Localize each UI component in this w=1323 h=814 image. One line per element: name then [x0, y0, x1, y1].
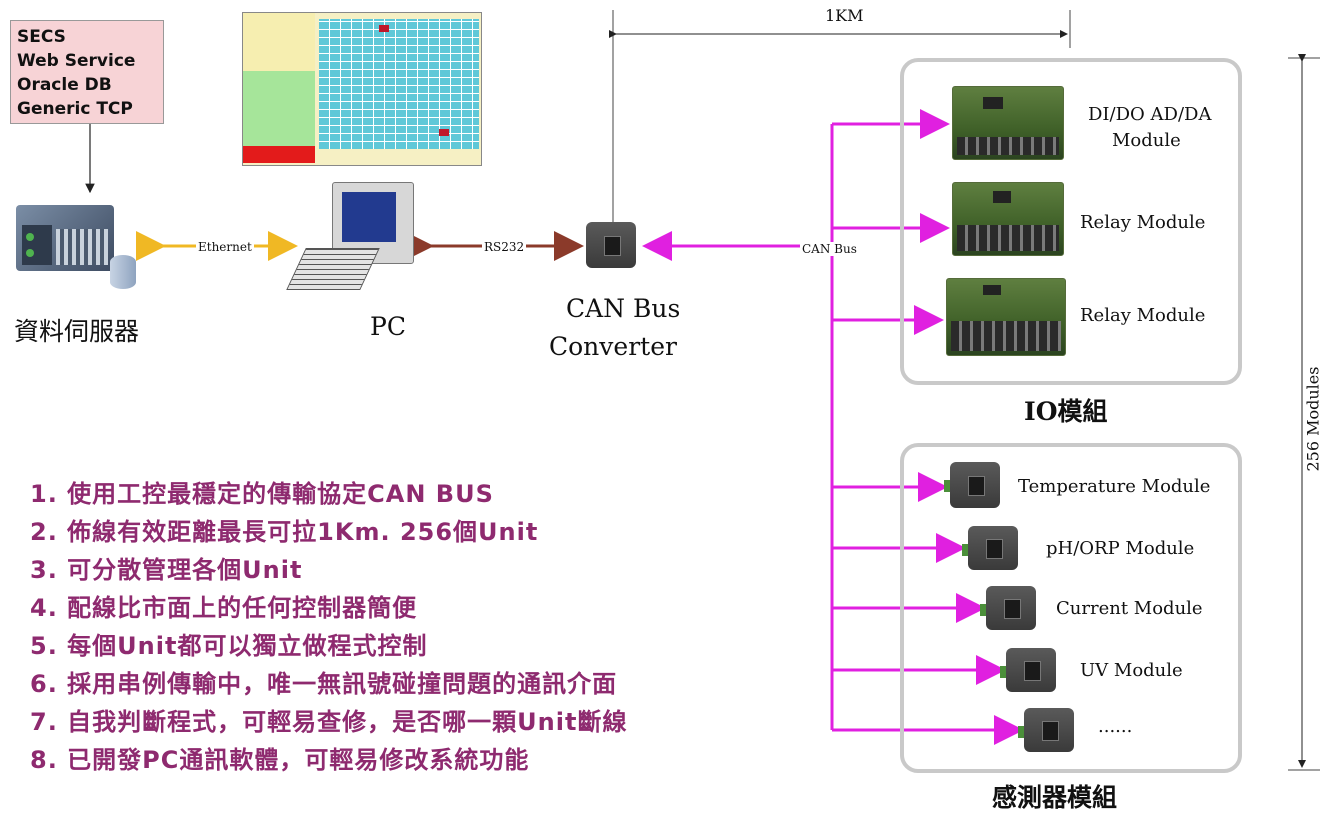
sensor-group-title: 感測器模組: [992, 783, 1118, 812]
uv-sensor-image: [1000, 648, 1056, 692]
distance-label: 1KM: [825, 6, 864, 25]
converter-label-line2: Converter: [549, 332, 677, 361]
feature-item: 5. 每個Unit都可以獨立做程式控制: [30, 632, 428, 660]
io-module-label: DI/DO AD/DA: [1088, 104, 1212, 125]
feature-list: 1. 使用工控最穩定的傳輸協定CAN BUS 2. 佈線有效距離最長可拉1Km.…: [30, 474, 627, 778]
temperature-sensor-image: [944, 462, 1000, 508]
server-icon: [16, 195, 148, 295]
uv-module-label: UV Module: [1080, 660, 1183, 681]
module-count-label: 256 Modules: [1303, 366, 1323, 472]
current-sensor-image: [980, 586, 1036, 630]
io-group-title: IO模組: [1024, 397, 1108, 426]
protocol-item: SECS: [17, 27, 66, 47]
converter-label-line1: CAN Bus: [566, 294, 681, 323]
feature-item: 6. 採用串例傳輸中，唯一無訊號碰撞問題的通訊介面: [30, 670, 618, 698]
software-screenshot: [242, 12, 482, 166]
sensor-module-group: [900, 443, 1242, 773]
feature-item: 2. 佈線有效距離最長可拉1Km. 256個Unit: [30, 518, 539, 546]
feature-item: 7. 自我判斷程式，可輕易查修，是否哪一顆Unit斷線: [30, 708, 628, 736]
feature-item: 1. 使用工控最穩定的傳輸協定CAN BUS: [30, 480, 494, 508]
canbus-converter-icon: [586, 222, 636, 268]
protocol-item: Web Service: [17, 51, 136, 71]
io-module-group: [900, 58, 1242, 385]
pc-label: PC: [370, 312, 406, 341]
ph-sensor-image: [962, 526, 1018, 570]
more-sensor-image: [1018, 708, 1074, 752]
io-module-image: [952, 86, 1064, 160]
feature-item: 4. 配線比市面上的任何控制器簡便: [30, 594, 418, 622]
rs232-label: RS232: [482, 240, 527, 254]
protocol-item: Oracle DB: [17, 75, 112, 95]
relay-module-label: Relay Module: [1080, 305, 1206, 326]
feature-item: 3. 可分散管理各個Unit: [30, 556, 303, 584]
feature-item: 8. 已開發PC通訊軟體，可輕易修改系統功能: [30, 746, 530, 774]
protocol-item: Generic TCP: [17, 99, 133, 119]
protocol-list-box: SECS Web Service Oracle DB Generic TCP: [10, 20, 164, 124]
relay-module-image: [952, 182, 1064, 256]
pc-icon: [286, 182, 426, 302]
ph-module-label: pH/ORP Module: [1046, 538, 1195, 559]
server-label: 資料伺服器: [14, 317, 140, 346]
io-module-label-line2: Module: [1112, 130, 1181, 151]
temperature-module-label: Temperature Module: [1018, 476, 1211, 497]
canbus-label: CAN Bus: [800, 242, 859, 256]
more-modules-ellipsis: ......: [1098, 716, 1133, 737]
ethernet-label: Ethernet: [196, 240, 254, 254]
relay-module-image: [946, 278, 1066, 356]
relay-module-label: Relay Module: [1080, 212, 1206, 233]
screenshot-grid-lines: [319, 19, 479, 149]
screenshot-sidebar: [243, 13, 315, 163]
current-module-label: Current Module: [1056, 598, 1203, 619]
